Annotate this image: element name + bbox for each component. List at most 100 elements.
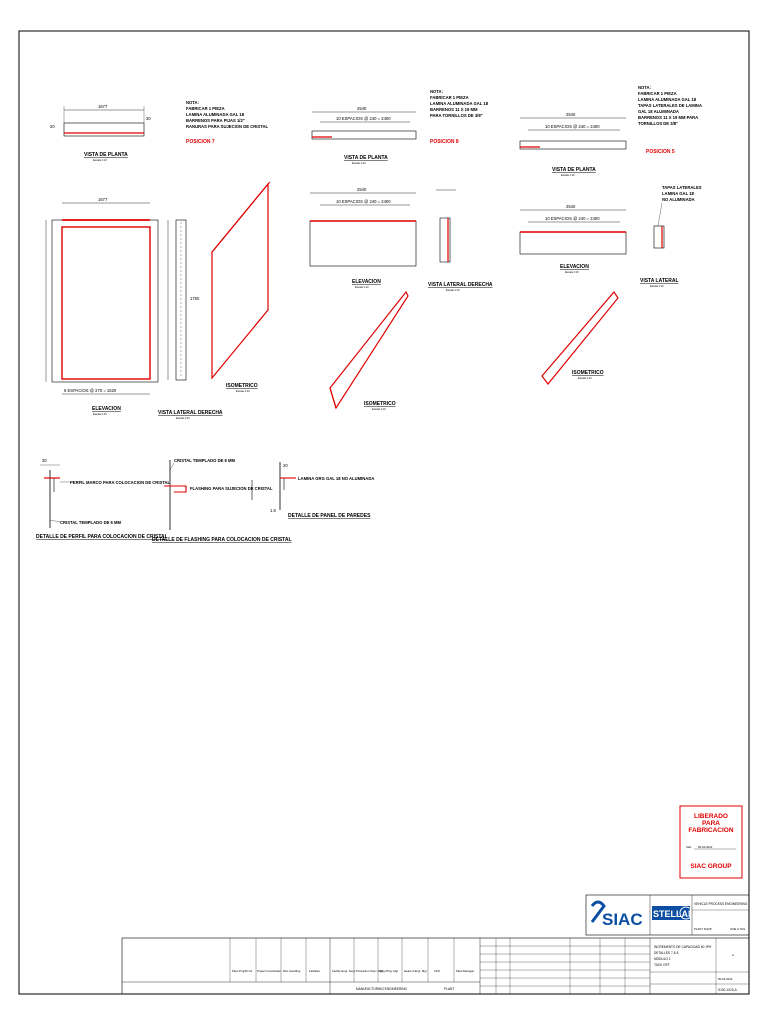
svg-text:CRISTAL TEMPLADO DE 6 MM: CRISTAL TEMPLADO DE 6 MM bbox=[60, 520, 122, 525]
svg-text:05-04-2022: 05-04-2022 bbox=[718, 977, 733, 981]
svg-text:TAPAS LATERALES: TAPAS LATERALES bbox=[662, 185, 702, 190]
svg-text:10 ESPACIOS @ 240 = 2400: 10 ESPACIOS @ 240 = 2400 bbox=[545, 124, 600, 129]
svg-text:VEHICLE PROCESS ENGINEERING: VEHICLE PROCESS ENGINEERING bbox=[694, 902, 748, 906]
svg-text:LAMINA ALUMINADA GAL 18: LAMINA ALUMINADA GAL 18 bbox=[186, 112, 245, 117]
svg-text:GAL 18 ALUMINADA: GAL 18 ALUMINADA bbox=[638, 109, 679, 114]
stellantis-logo: STELLANTIS bbox=[652, 906, 709, 920]
pos8-side-title: VISTA LATERAL DERECHA bbox=[428, 282, 493, 288]
svg-text:Head of Engr. Mgr.: Head of Engr. Mgr. bbox=[404, 969, 428, 973]
svg-text:CPO: CPO bbox=[434, 969, 441, 973]
svg-text:TORNILLOS DE 3/8": TORNILLOS DE 3/8" bbox=[638, 121, 678, 126]
svg-text:Facilities: Facilities bbox=[309, 969, 320, 973]
pos8-plan-view: 2540 10 ESPACIOS @ 240 = 2400 VISTA DE P… bbox=[311, 106, 417, 165]
pos5-iso-title: ISOMETRICO bbox=[572, 370, 604, 376]
svg-text:LIBERADO: LIBERADO bbox=[694, 813, 728, 820]
pos5-side-view: TAPAS LATERALES LAMINA GAL 18 NO ALUMINA… bbox=[640, 185, 702, 288]
posicion-8-group: 2540 10 ESPACIOS @ 240 = 2400 VISTA DE P… bbox=[309, 89, 493, 411]
pos8-elevation: 2540 10 ESPACIOS @ 240 = 2400 ELEVACION … bbox=[309, 187, 417, 289]
posicion-7-group: 1677 30 20 VISTA DE PLANTA Escala 1:10 N… bbox=[45, 100, 271, 420]
svg-text:30: 30 bbox=[146, 116, 151, 121]
svg-text:2540: 2540 bbox=[357, 187, 367, 192]
svg-text:20: 20 bbox=[283, 463, 288, 468]
pos7-plan-title: VISTA DE PLANTA bbox=[84, 152, 128, 158]
svg-text:Siac: Siac bbox=[686, 845, 692, 849]
svg-text:Mfg./Plng. Mgr.: Mfg./Plng. Mgr. bbox=[380, 969, 399, 973]
svg-text:LAMINA ALUMINADA GAL 18: LAMINA ALUMINADA GAL 18 bbox=[430, 101, 489, 106]
svg-text:NOTA:: NOTA: bbox=[186, 100, 199, 105]
svg-text:MODULO 1: MODULO 1 bbox=[654, 957, 671, 961]
svg-text:PERFIL MARCO PARA COLOCACION D: PERFIL MARCO PARA COLOCACION DE CRISTAL bbox=[70, 480, 171, 485]
svg-text:2540: 2540 bbox=[566, 204, 576, 209]
svg-text:FABRICAR 1 PIEZA: FABRICAR 1 PIEZA bbox=[430, 95, 469, 100]
svg-text:TACK OFF: TACK OFF bbox=[654, 963, 670, 967]
svg-text:BARRENOS 11 X 19 MM PARA: BARRENOS 11 X 19 MM PARA bbox=[638, 115, 698, 120]
svg-text:1.6: 1.6 bbox=[270, 508, 276, 513]
pos7-isometric: ISOMETRICO Escala 1:10 bbox=[211, 181, 271, 393]
svg-text:Escala 1:10: Escala 1:10 bbox=[446, 288, 460, 292]
siac-logo: SIAC bbox=[590, 900, 643, 929]
pos7-iso-title: ISOMETRICO bbox=[226, 383, 258, 389]
release-stamp: LIBERADO PARA FABRICACION Siac 05-04-202… bbox=[679, 805, 743, 879]
pos7-plan-view: 1677 30 20 VISTA DE PLANTA Escala 1:10 bbox=[50, 104, 151, 162]
pos8-side-view: VISTA LATERAL DERECHA Escala 1:10 bbox=[428, 189, 493, 292]
pos7-dim-width: 1677 bbox=[98, 104, 108, 109]
svg-text:20: 20 bbox=[50, 124, 55, 129]
svg-text:05-04-2022: 05-04-2022 bbox=[698, 845, 713, 849]
svg-text:SIAC: SIAC bbox=[602, 910, 643, 929]
svg-text:10 ESPACIOS @ 240 = 2400: 10 ESPACIOS @ 240 = 2400 bbox=[336, 199, 391, 204]
pos8-iso-title: ISOMETRICO bbox=[364, 401, 396, 407]
svg-text:NO ALUMINADA: NO ALUMINADA bbox=[662, 197, 695, 202]
pos5-plan-title: VISTA DE PLANTA bbox=[552, 167, 596, 173]
svg-text:2540: 2540 bbox=[566, 112, 576, 117]
svg-text:NOTA:: NOTA: bbox=[638, 85, 651, 90]
svg-text:FABRICAR 1 PIEZA: FABRICAR 1 PIEZA bbox=[638, 91, 677, 96]
svg-text:Escala 1:10: Escala 1:10 bbox=[355, 285, 369, 289]
svg-text:LAMINA ALUMINADA GAL 18: LAMINA ALUMINADA GAL 18 bbox=[638, 97, 697, 102]
svg-text:PARA TORNILLOS DE 3/8": PARA TORNILLOS DE 3/8" bbox=[430, 113, 483, 118]
pos5-elevation: 2540 10 ESPACIOS @ 240 = 2400 ELEVACION … bbox=[519, 204, 627, 274]
svg-text:BARRENOS 11 X 19 MM: BARRENOS 11 X 19 MM bbox=[430, 107, 478, 112]
svg-text:FLASHING PARA SUJECION DE CRIS: FLASHING PARA SUJECION DE CRISTAL bbox=[190, 486, 273, 491]
svg-text:SIAC GROUP: SIAC GROUP bbox=[690, 863, 732, 870]
pos7-side-view: 1750 VISTA LATERAL DERECHA Escala 1:10 bbox=[158, 219, 223, 420]
svg-text:Escala 1:10: Escala 1:10 bbox=[578, 376, 592, 380]
pos5-side-title: VISTA LATERAL bbox=[640, 278, 679, 284]
svg-text:TAPAS LATERALES DE LAMINA: TAPAS LATERALES DE LAMINA bbox=[638, 103, 702, 108]
svg-text:NOTA:: NOTA: bbox=[430, 89, 443, 94]
svg-text:MANUFACTURING ENGINEERING: MANUFACTURING ENGINEERING bbox=[356, 987, 408, 991]
drawing-number: S100-1020-A bbox=[718, 988, 738, 992]
svg-text:Project Coordinator: Project Coordinator bbox=[257, 969, 281, 973]
svg-text:Escala 1:10: Escala 1:10 bbox=[93, 412, 107, 416]
svg-text:2540: 2540 bbox=[357, 106, 367, 111]
svg-text:Escala 1:10: Escala 1:10 bbox=[372, 407, 386, 411]
pos5-position-label: POSICION 5 bbox=[646, 149, 675, 155]
pos8-isometric: ISOMETRICO Escala 1:10 bbox=[329, 290, 409, 411]
revision-grid bbox=[480, 938, 650, 994]
svg-text:Escala 1:10: Escala 1:10 bbox=[352, 161, 366, 165]
svg-text:1677: 1677 bbox=[98, 197, 108, 202]
svg-text:Plant Proj/Rt Cd.: Plant Proj/Rt Cd. bbox=[232, 969, 253, 973]
svg-text:LINE & TAG: LINE & TAG bbox=[730, 927, 745, 931]
pos8-note: NOTA: FABRICAR 1 PIEZA LAMINA ALUMINADA … bbox=[430, 89, 489, 145]
detail-perfil: 30 PERFIL MARCO PARA COLOCACION DE CRIST… bbox=[36, 458, 171, 540]
svg-text:A: A bbox=[732, 953, 734, 957]
detail-3-title: DETALLE DE PANEL DE PAREDES bbox=[288, 513, 371, 519]
svg-text:Escala 1:10: Escala 1:10 bbox=[93, 158, 107, 162]
svg-text:Plant Manager: Plant Manager bbox=[456, 969, 474, 973]
svg-text:Facility Engr. Supv.: Facility Engr. Supv. bbox=[332, 969, 356, 973]
svg-text:FABRICACION: FABRICACION bbox=[688, 827, 733, 834]
pos7-elev-title: ELEVACION bbox=[92, 406, 121, 412]
svg-text:1750: 1750 bbox=[190, 296, 200, 301]
svg-text:Production Supv. Mgr.: Production Supv. Mgr. bbox=[356, 969, 384, 973]
pos5-plan-view: 2540 10 ESPACIOS @ 240 = 2400 VISTA DE P… bbox=[519, 112, 627, 177]
detail-2-title: DETALLE DE FLASHING PARA COLOCACION DE C… bbox=[152, 537, 292, 543]
posicion-5-group: 2540 10 ESPACIOS @ 240 = 2400 VISTA DE P… bbox=[519, 85, 702, 385]
detail-1-title: DETALLE DE PERFIL PARA COLOCACION DE CRI… bbox=[36, 534, 168, 540]
svg-text:Mat. Handling: Mat. Handling bbox=[283, 969, 301, 973]
svg-text:10 ESPACIOS @ 240 = 2400: 10 ESPACIOS @ 240 = 2400 bbox=[545, 216, 600, 221]
svg-text:PLANT: PLANT bbox=[444, 987, 454, 991]
svg-text:PARA: PARA bbox=[702, 820, 720, 827]
svg-text:CRISTAL TEMPLADO DE 6 MM: CRISTAL TEMPLADO DE 6 MM bbox=[174, 458, 236, 463]
svg-text:STELLANTIS: STELLANTIS bbox=[653, 909, 709, 919]
